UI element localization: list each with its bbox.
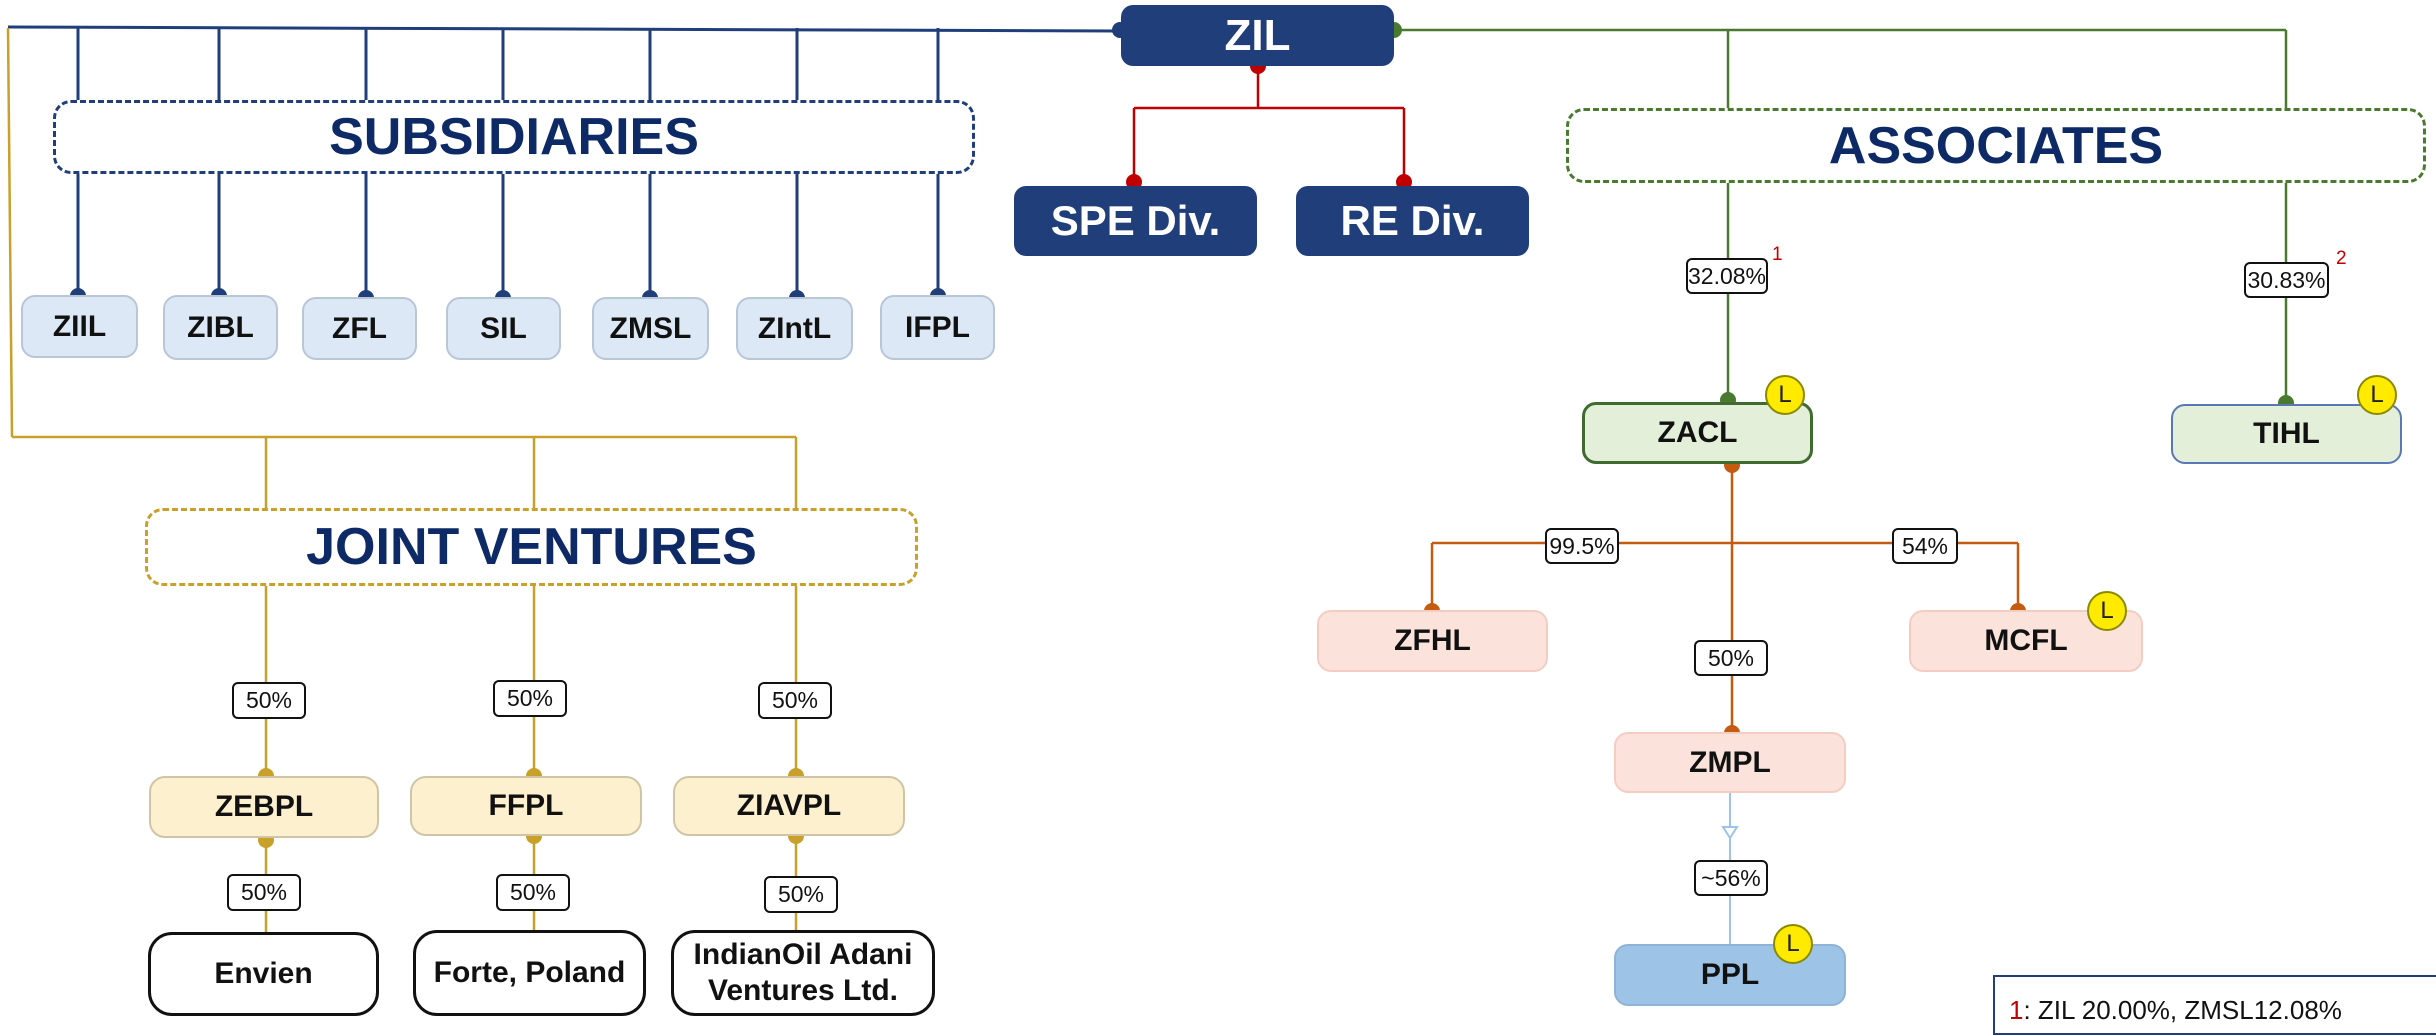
subsidiary-node: ZMSL [592, 297, 709, 360]
group-associates: ASSOCIATES [1566, 108, 2426, 183]
assoc-stake-ppl: ~56% [1694, 860, 1768, 896]
jv-node-ffpl: FFPL [410, 776, 642, 836]
assoc-stake-mcfl: 54% [1892, 528, 1958, 564]
jv-child-line1: IndianOil Adani [693, 938, 913, 971]
subsidiary-node: ZIIL [21, 295, 138, 358]
subsidiary-node: IFPL [880, 295, 995, 360]
subsidiary-node: SIL [446, 297, 561, 360]
jv-child-line2: Ventures Ltd. [707, 974, 899, 1007]
assoc-node-tihl: TIHL [2171, 404, 2402, 464]
group-joint-ventures: JOINT VENTURES [145, 508, 918, 586]
group-subsidiaries: SUBSIDIARIES [53, 100, 975, 174]
assoc-node-zfhl: ZFHL [1317, 610, 1548, 672]
listed-badge: L [1773, 924, 1813, 964]
assoc-stake-zmpl: 50% [1694, 640, 1768, 676]
subsidiary-node: ZFL [302, 297, 417, 360]
listed-badge: L [1765, 375, 1805, 415]
jv-stake-label: 50% [232, 682, 306, 719]
footnote-marker-1: 1 [1772, 244, 1783, 265]
jv-node-zebpl: ZEBPL [149, 776, 379, 838]
assoc-stake-zfhl: 99.5% [1545, 528, 1619, 564]
division-spe: SPE Div. [1014, 186, 1257, 256]
division-re: RE Div. [1296, 186, 1529, 256]
jv-stake-label: 50% [493, 680, 567, 717]
subsidiary-node: ZIBL [163, 295, 278, 360]
listed-badge: L [2087, 591, 2127, 631]
jv-child-stake-label: 50% [227, 874, 301, 911]
jv-child-indianoil-adani: IndianOil Adani Ventures Ltd. [671, 930, 935, 1016]
jv-stake-label: 50% [758, 682, 832, 719]
assoc-stake-tihl: 30.83% [2244, 262, 2329, 298]
root-node-zil: ZIL [1121, 5, 1394, 66]
jv-child-envien: Envien [148, 932, 379, 1016]
jv-child-stake-label: 50% [496, 874, 570, 911]
assoc-stake-zacl: 32.08% [1686, 258, 1768, 294]
assoc-node-ppl: PPL [1614, 944, 1846, 1006]
footnote-text: : ZIL 20.00%, ZMSL12.08% [2023, 995, 2342, 1025]
jv-child-stake-label: 50% [764, 876, 838, 913]
jv-node-ziavpl: ZIAVPL [673, 776, 905, 836]
footnote-number: 1 [2009, 995, 2024, 1025]
assoc-node-zmpl: ZMPL [1614, 732, 1846, 793]
footnote-legend: 1: ZIL 20.00%, ZMSL12.08% [1993, 975, 2436, 1035]
listed-badge: L [2357, 375, 2397, 415]
footnote-marker-2: 2 [2336, 248, 2347, 269]
jv-child-forte: Forte, Poland [413, 930, 646, 1016]
subsidiary-node: ZIntL [736, 297, 853, 360]
